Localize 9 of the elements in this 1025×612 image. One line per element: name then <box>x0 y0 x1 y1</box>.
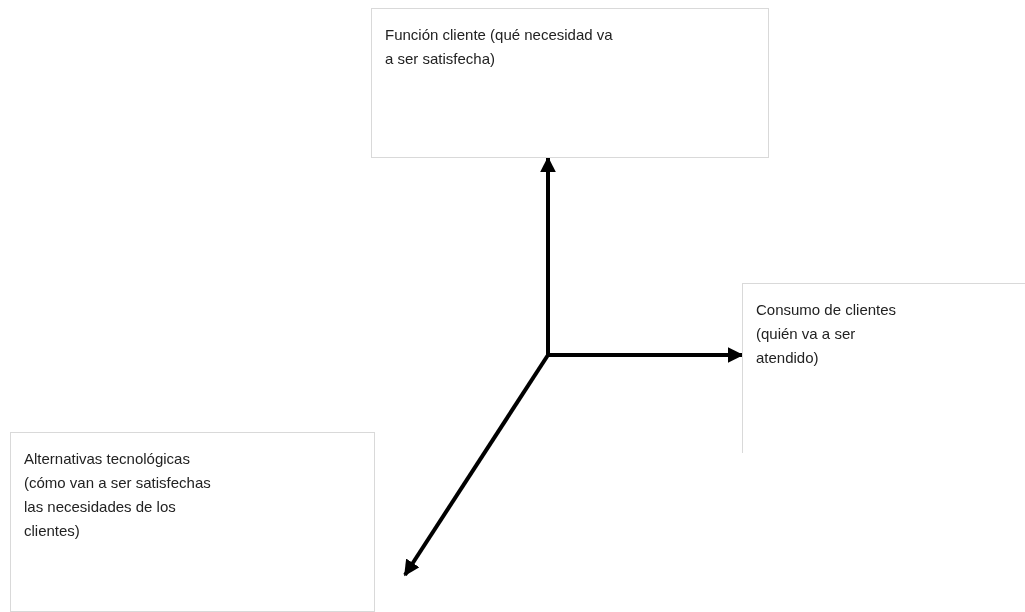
box-text: Consumo de clientes (quién va a ser atendido) <box>756 300 898 368</box>
arrow <box>540 156 556 355</box>
box-text: Función cliente (qué necesidad va a ser satisfecha) <box>385 25 614 69</box>
arrow <box>548 347 744 363</box>
text-box <box>10 432 375 612</box>
arrow <box>403 353 550 577</box>
text-box <box>371 8 769 158</box>
text-box <box>742 283 1025 453</box>
box-text: Alternativas tecnológicas (cómo van a ser satisfechas las necesidades de los clientes) <box>24 449 212 541</box>
